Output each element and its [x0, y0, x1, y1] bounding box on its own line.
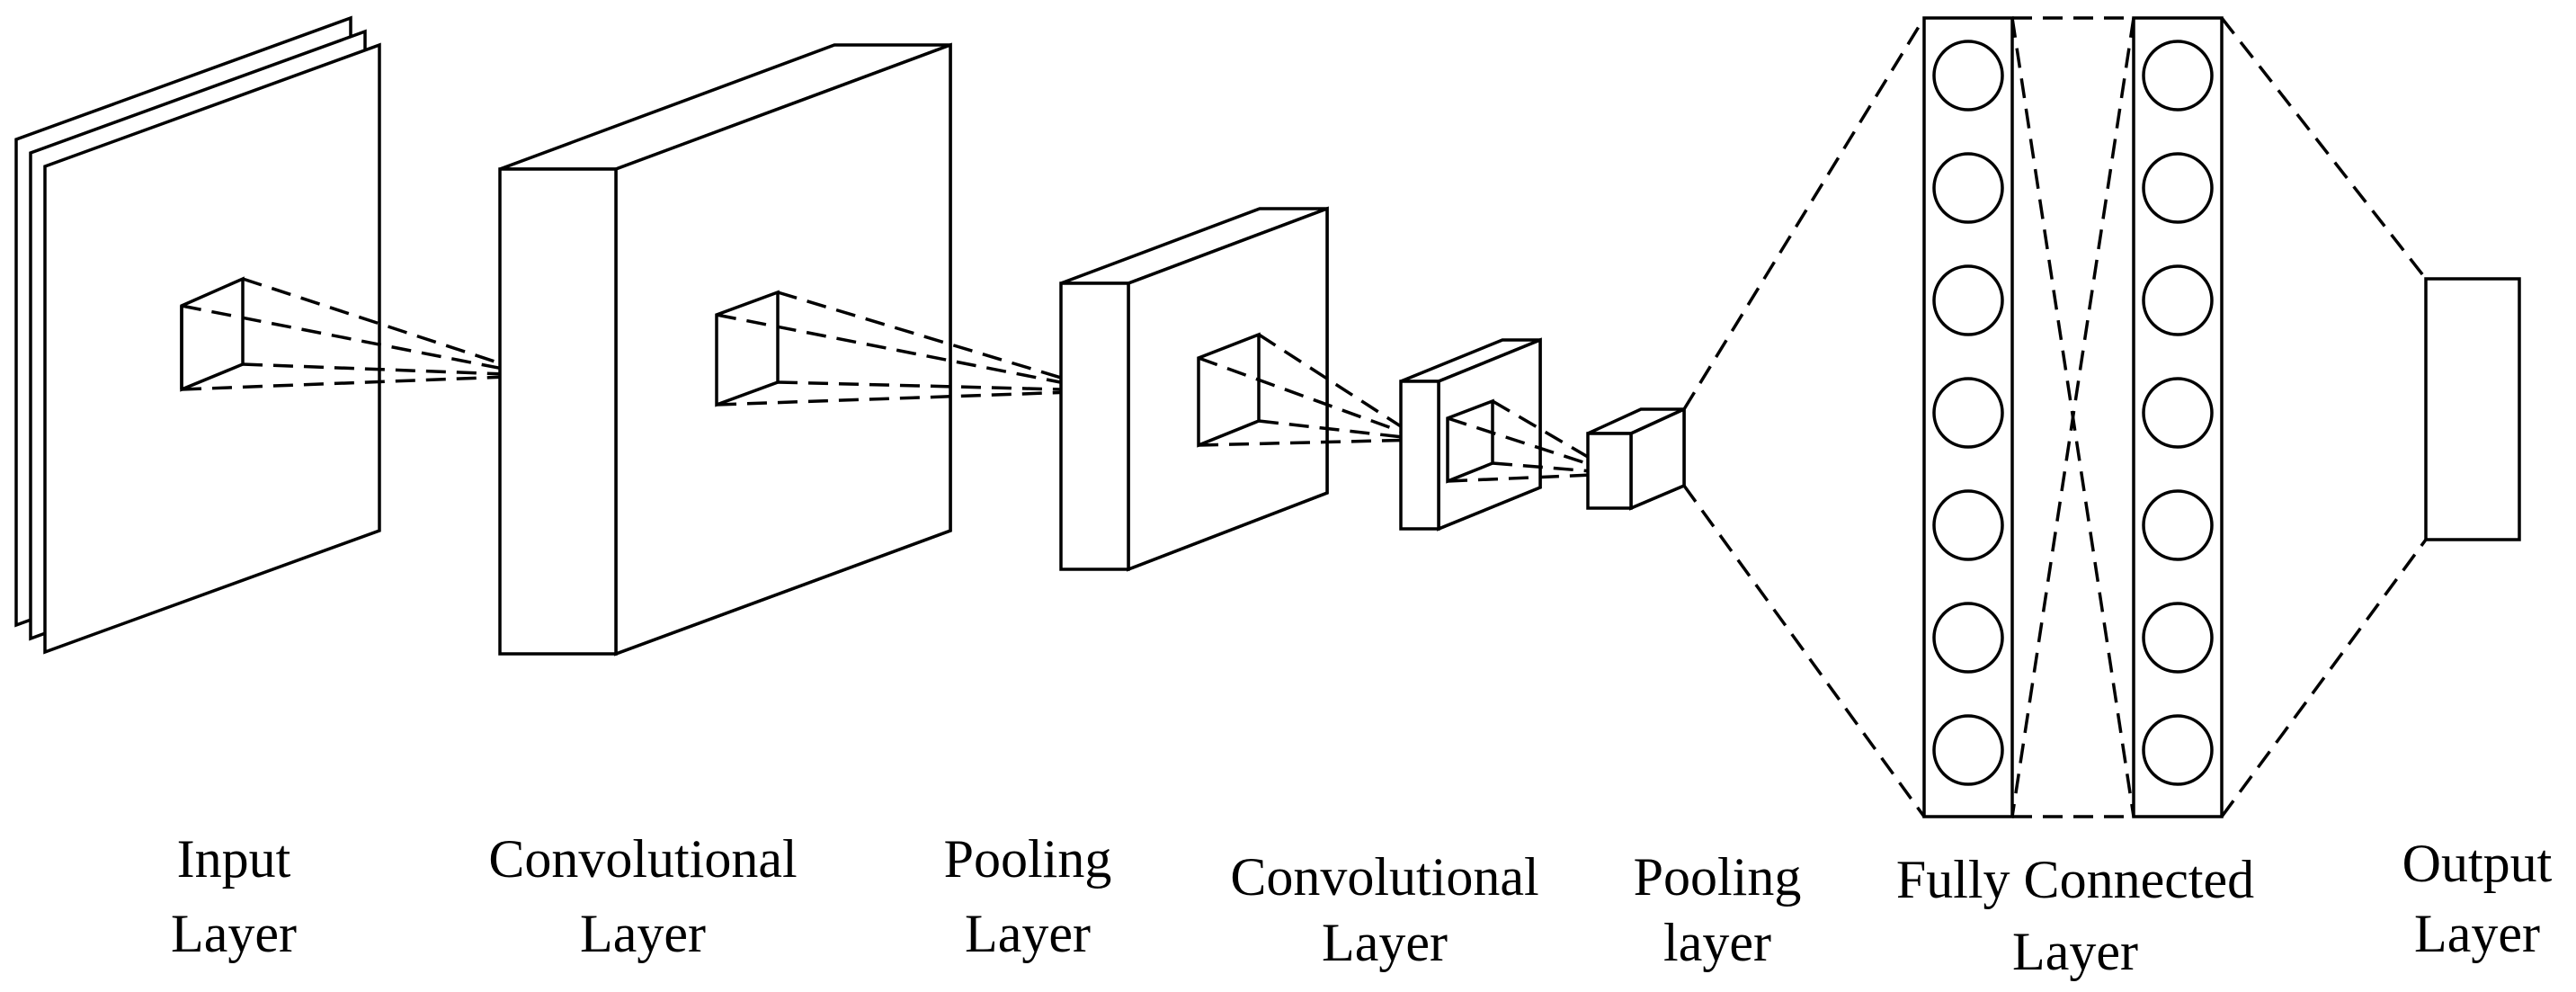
pool1-layer-shape: [1059, 206, 1329, 572]
pool2-layer-label-line1: Pooling: [1634, 847, 1802, 907]
conv1-layer-label-line1: Convolutional: [488, 829, 797, 889]
pool1-layer-label-line2: Layer: [965, 904, 1091, 963]
fc-neuron-col2-7: [2142, 714, 2214, 786]
conv2-layer-label-line1: Convolutional: [1230, 847, 1538, 907]
fc-neuron-col2-6: [2142, 602, 2214, 674]
fc-neuron-col2-2: [2142, 152, 2214, 224]
pool1-to-conv2-projection: [1198, 333, 1420, 447]
fc-neuron-col1-3: [1932, 264, 2004, 336]
fc-neuron-col2-4: [2142, 377, 2214, 449]
output-layer-label-line2: Layer: [2414, 904, 2540, 963]
fc-neuron-col1-6: [1932, 602, 2004, 674]
fc-nodes: [1932, 40, 2214, 786]
fc-neuron-col1-1: [1932, 40, 2004, 112]
fc-neuron-col2-3: [2142, 264, 2214, 336]
conv1-layer-shape: [498, 42, 952, 657]
conv1-layer-label-line2: Layer: [580, 904, 706, 963]
pool2-layer-label-line2: layer: [1663, 913, 1771, 972]
input-layer-label-line2: Layer: [171, 904, 297, 963]
fc-neuron-col1-7: [1932, 714, 2004, 786]
fc-neuron-col1-5: [1932, 489, 2004, 561]
fc-neuron-col2-1: [2142, 40, 2214, 112]
fc-layer-label-line2: Layer: [2012, 922, 2138, 981]
input-layer-shape: [14, 15, 381, 655]
pool2-to-fc-projection: [1682, 17, 1926, 818]
output-layer-label-line1: Output: [2402, 834, 2553, 893]
fc-neuron-col1-4: [1932, 377, 2004, 449]
fc-layer-label-line1: Fully Connected: [1896, 850, 2254, 909]
fc-neuron-col1-2: [1932, 152, 2004, 224]
conv1-to-pool1-projection: [716, 290, 1098, 407]
fc-layer-shape: [1922, 16, 2224, 818]
input-layer-label-line1: Input: [177, 829, 291, 889]
pool2-layer-shape: [1586, 407, 1686, 511]
layer-labels: Input Layer Convolutional Layer Pooling …: [171, 829, 2553, 981]
conv2-layer-shape: [1399, 337, 1542, 532]
fc-neuron-col2-5: [2142, 489, 2214, 561]
output-layer-shape: [2424, 277, 2521, 541]
input-to-conv1-projection: [181, 277, 531, 391]
conv2-layer-label-line2: Layer: [1322, 913, 1448, 972]
pool1-layer-label-line1: Pooling: [944, 829, 1112, 889]
fc-to-output-projection: [2220, 16, 2428, 818]
